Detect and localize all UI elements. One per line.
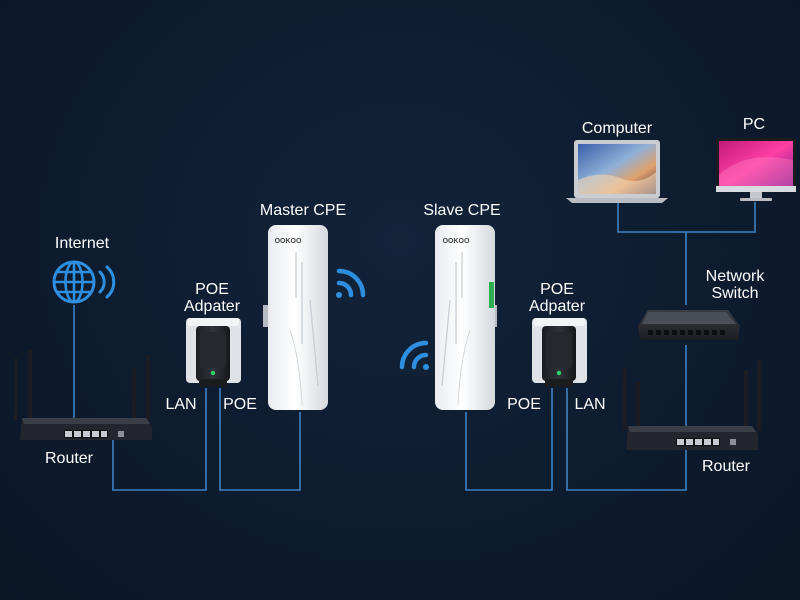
router-right	[623, 360, 761, 450]
router-right-label: Router	[701, 458, 751, 475]
poe-port-left-label: POE	[223, 396, 257, 413]
poe-adapter-right	[532, 318, 587, 387]
laptop-computer	[566, 140, 668, 203]
poe-lan-to-switch-line	[566, 388, 687, 491]
network-switch-label-line2: Switch	[711, 285, 759, 302]
cpe-logo: OOKOO	[275, 238, 302, 245]
desktop-pc	[716, 138, 796, 201]
poe-to-master-cpe-line	[219, 388, 301, 491]
network-switch-label-line1: Network	[705, 268, 765, 285]
master-cpe-label: Master CPE	[259, 202, 347, 219]
internet-label: Internet	[54, 235, 110, 252]
computer-label: Computer	[581, 120, 653, 137]
master-cpe: OOKOO	[263, 225, 328, 410]
poe-adapter-left-label-line1: POE	[195, 281, 229, 298]
router-left	[14, 350, 152, 440]
slave-cpe-label: Slave CPE	[423, 202, 501, 219]
pc-label: PC	[742, 116, 766, 133]
connection-lines	[73, 202, 756, 491]
poe-adapter-right-label-line1: POE	[540, 281, 574, 298]
poe-port-right-label: POE	[507, 396, 541, 413]
lan-left-label: LAN	[165, 396, 197, 413]
wifi-signal-icon	[336, 268, 366, 298]
poe-adapter-right-label-line2: Adpater	[528, 298, 586, 315]
lan-right-label: LAN	[574, 396, 606, 413]
slave-cpe: OOKOO	[435, 225, 497, 410]
poe-adapter-left	[186, 318, 241, 387]
poe-adapter-left-label-line2: Adpater	[183, 298, 241, 315]
slave-cpe-to-poe-line	[465, 388, 553, 491]
router-to-poe-lan-line	[112, 388, 207, 491]
globe-icon	[52, 260, 116, 304]
router-left-label: Router	[44, 450, 94, 467]
cpe-logo: OOKOO	[443, 238, 470, 245]
switch-to-clients-line	[617, 202, 756, 305]
network-switch	[638, 310, 740, 340]
wifi-signal-icon	[399, 340, 429, 370]
